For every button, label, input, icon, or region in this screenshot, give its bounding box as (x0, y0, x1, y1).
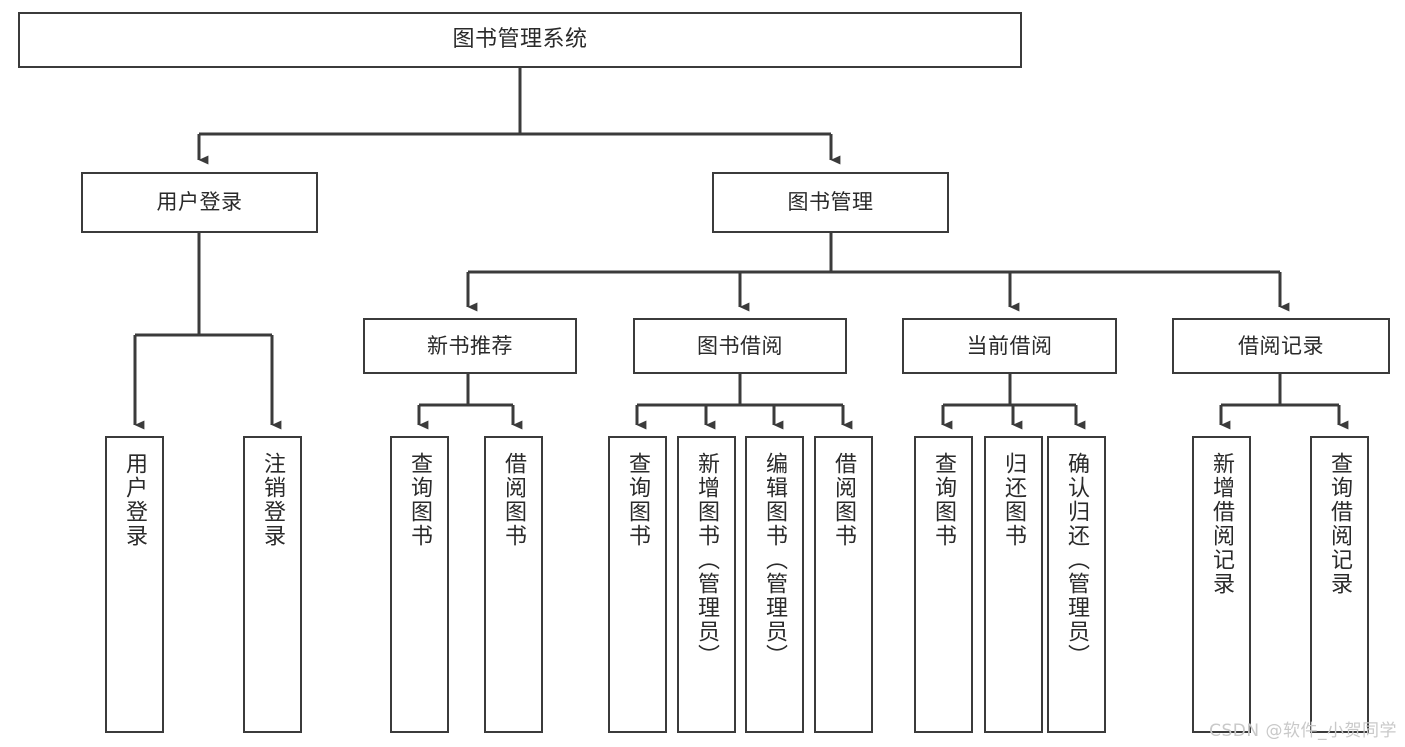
node-leaf-borrow-book-1[interactable]: 借阅图书 (484, 436, 543, 733)
node-leaf-confirm-return[interactable]: 确认归还（管理员） (1047, 436, 1106, 733)
node-leaf-query-book-1-label: 查询图书 (407, 452, 433, 548)
node-leaf-query-book-1[interactable]: 查询图书 (390, 436, 449, 733)
node-root-label: 图书管理系统 (452, 27, 588, 53)
node-leaf-query-record[interactable]: 查询借阅记录 (1310, 436, 1369, 733)
node-leaf-add-book[interactable]: 新增图书（管理员） (677, 436, 736, 733)
node-current-borrow[interactable]: 当前借阅 (902, 318, 1117, 374)
node-book-borrow[interactable]: 图书借阅 (633, 318, 847, 374)
node-leaf-return-book[interactable]: 归还图书 (984, 436, 1043, 733)
node-current-borrow-label: 当前借阅 (966, 333, 1053, 358)
node-leaf-query-book-3[interactable]: 查询图书 (914, 436, 973, 733)
node-leaf-query-book-2-label: 查询图书 (625, 452, 651, 548)
node-leaf-user-login-label: 用户登录 (122, 452, 148, 548)
node-user-login[interactable]: 用户登录 (81, 172, 318, 233)
node-leaf-add-record-label: 新增借阅记录 (1209, 452, 1235, 596)
node-leaf-edit-book-label: 编辑图书（管理员） (762, 452, 788, 668)
node-leaf-user-logout[interactable]: 注销登录 (243, 436, 302, 733)
node-leaf-borrow-book-2[interactable]: 借阅图书 (814, 436, 873, 733)
node-leaf-confirm-return-label: 确认归还（管理员） (1064, 452, 1090, 668)
node-book-manage-label: 图书管理 (787, 190, 874, 215)
node-leaf-add-record[interactable]: 新增借阅记录 (1192, 436, 1251, 733)
node-book-borrow-label: 图书借阅 (697, 333, 783, 358)
node-user-login-label: 用户登录 (156, 190, 243, 215)
node-leaf-edit-book[interactable]: 编辑图书（管理员） (745, 436, 804, 733)
node-leaf-return-book-label: 归还图书 (1001, 452, 1027, 548)
node-leaf-borrow-book-2-label: 借阅图书 (831, 452, 857, 548)
node-new-book-recommend-label: 新书推荐 (427, 333, 513, 358)
node-leaf-user-logout-label: 注销登录 (260, 452, 286, 548)
node-root-book-management-system[interactable]: 图书管理系统 (18, 12, 1022, 68)
node-leaf-add-book-label: 新增图书（管理员） (694, 452, 720, 668)
node-leaf-query-book-3-label: 查询图书 (931, 452, 957, 548)
node-borrow-record[interactable]: 借阅记录 (1172, 318, 1390, 374)
node-leaf-borrow-book-1-label: 借阅图书 (501, 452, 527, 548)
node-borrow-record-label: 借阅记录 (1238, 333, 1324, 358)
node-leaf-query-book-2[interactable]: 查询图书 (608, 436, 667, 733)
node-leaf-query-record-label: 查询借阅记录 (1327, 452, 1353, 596)
node-book-manage[interactable]: 图书管理 (712, 172, 949, 233)
node-new-book-recommend[interactable]: 新书推荐 (363, 318, 577, 374)
node-leaf-user-login[interactable]: 用户登录 (105, 436, 164, 733)
csdn-watermark: CSDN @软件_小贺同学 (1209, 721, 1397, 741)
